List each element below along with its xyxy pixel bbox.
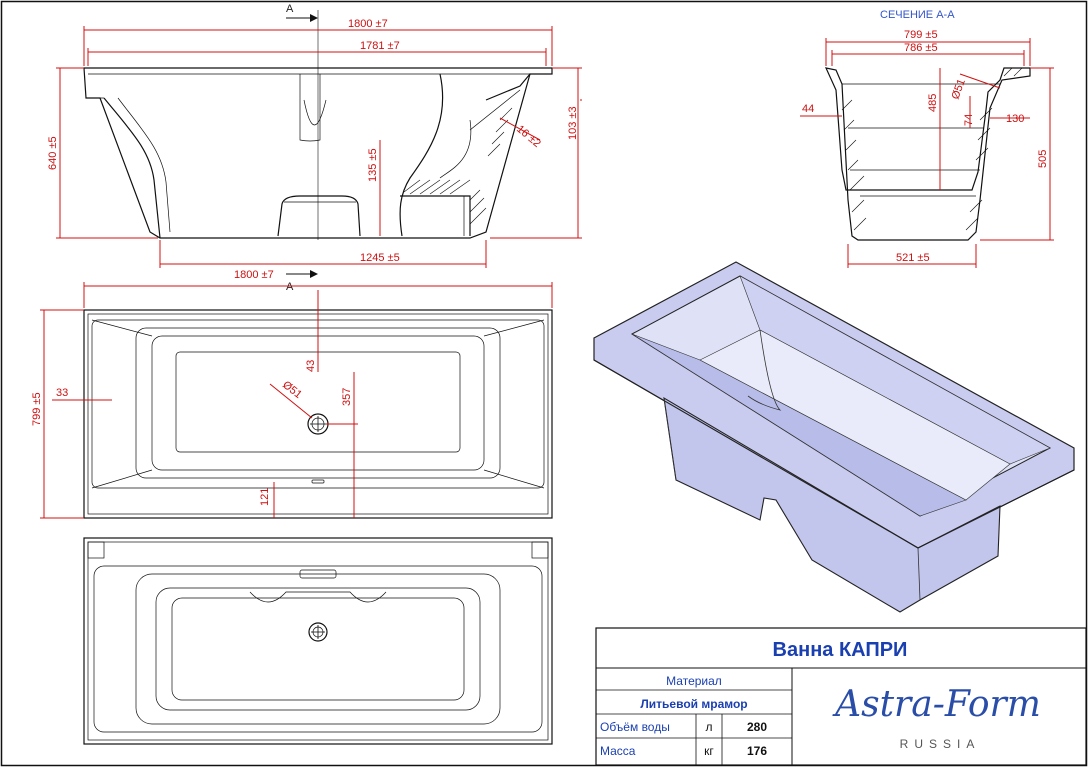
dim-overall-length: 1800 ±7 <box>348 18 388 30</box>
dim-top-width: 799 ±5 <box>31 392 43 426</box>
title-block: Ванна КАПРИ Материал Литьевой мрамор Объ… <box>595 627 1087 766</box>
material-value: Литьевой мрамор <box>640 697 747 711</box>
volume-unit: л <box>705 720 712 734</box>
dim-top-drain: Ø51 <box>280 379 304 401</box>
volume-value: 280 <box>747 720 767 734</box>
dim-rim-height: 103 ±3 <box>567 106 579 140</box>
dim-length-mark: 1800 ±7 <box>234 269 274 281</box>
bottom-view <box>83 537 553 745</box>
dim-inner-width: 786 ±5 <box>904 42 938 54</box>
side-dimensions <box>56 26 582 268</box>
section-mark-top: A <box>286 3 294 15</box>
top-view: 799 ±5 33 43 Ø51 357 121 <box>31 282 553 519</box>
dim-drain-bottom: 121 <box>259 488 271 506</box>
dim-support-height: 135 ±5 <box>367 148 379 182</box>
drain-bottom-view <box>308 622 328 642</box>
brand-logo: Astra-Form <box>832 684 1041 725</box>
section-mark-bottom: A <box>286 281 294 293</box>
drawing-title: Ванна КАПРИ <box>773 639 908 661</box>
dim-total-height: 505 <box>1037 150 1049 168</box>
dim-drain-to-edge: 357 <box>341 388 353 406</box>
mass-unit: кг <box>704 744 714 758</box>
mass-label: Масса <box>600 744 636 758</box>
dim-depth: 485 <box>927 94 939 112</box>
dim-base-width: 521 ±5 <box>896 252 930 264</box>
dim-base-length: 1245 ±5 <box>360 252 400 264</box>
dim-outer-width: 799 ±5 <box>904 29 938 41</box>
section-hatch <box>841 67 1023 231</box>
side-hatch <box>403 107 513 225</box>
dim-wall-angle: 16 ±2 <box>514 123 543 150</box>
material-label: Материал <box>666 674 722 688</box>
brand-logo-sub: RUSSIA <box>900 737 981 751</box>
mass-value: 176 <box>747 744 767 758</box>
dim-drain-offset: 74 <box>963 114 975 126</box>
volume-label: Объём воды <box>600 720 670 734</box>
dim-section-drain: Ø51 <box>950 77 968 101</box>
dim-drain-top: 43 <box>305 360 317 372</box>
section-view: СЕЧЕНИЕ А-А <box>800 9 1054 268</box>
section-label: СЕЧЕНИЕ А-А <box>880 9 955 21</box>
dim-edge-offset: 33 <box>56 387 68 399</box>
dim-height: 640 ±5 <box>47 136 59 170</box>
dim-rim-offset: 130 <box>1006 113 1024 125</box>
dim-rim-length: 1781 ±7 <box>360 40 400 52</box>
section-dimensions <box>800 38 1054 268</box>
dim-left-offset: 44 <box>802 103 814 115</box>
side-view: 1800 ±7 1781 ±7 640 ±5 103 ±3 16 ±2 135 … <box>47 3 582 293</box>
bathtub-render <box>593 261 1075 613</box>
top-dimensions <box>40 282 553 519</box>
